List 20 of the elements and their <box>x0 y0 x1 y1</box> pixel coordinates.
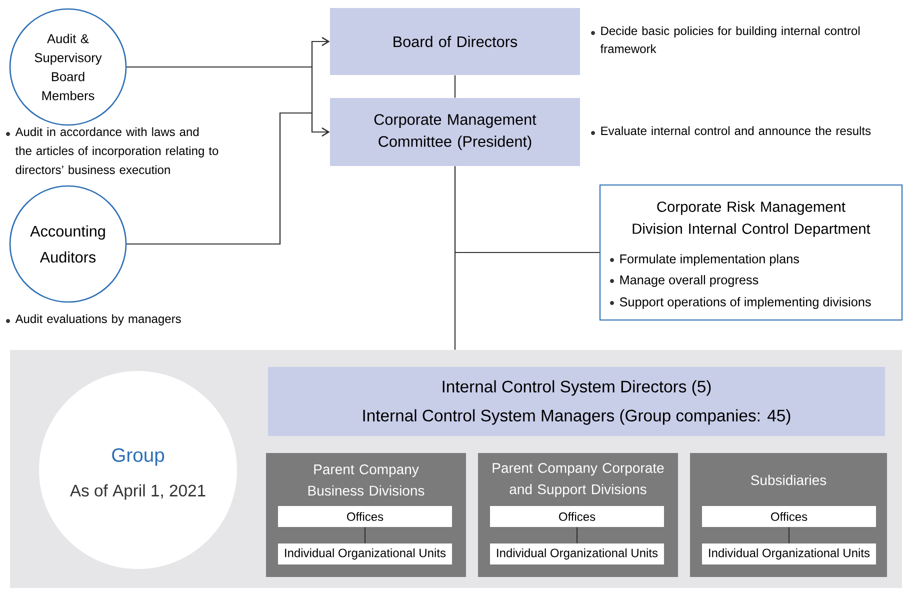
unit-box: Individual Organizational Units <box>702 544 876 564</box>
unit-box: Individual Organizational Units <box>278 544 452 564</box>
bullet-note: Evaluate internal control and announce the results <box>591 126 871 136</box>
bullet-note: Audit evaluations by managers <box>6 314 181 326</box>
bullet-note: Decide basic policies for building internal control framework <box>591 26 860 54</box>
committee-box: Corporate Management Committee (President) <box>330 98 580 166</box>
unit-box: Offices <box>490 506 664 527</box>
connector <box>788 527 790 544</box>
unit-box: Offices <box>278 506 452 527</box>
department-box: Corporate Risk Management Division Internal Control Department Formulate implementation plans Manage overall progress Support operations of implementing divisions <box>599 184 903 321</box>
bullet-note: Audit in accordance with laws and the articles of incorporation relating to directors’ business execution <box>6 127 218 174</box>
committee-box: Board of Directors <box>330 8 580 75</box>
connector <box>454 75 456 98</box>
connector <box>576 527 578 544</box>
connector <box>454 166 456 350</box>
unit-box: Offices <box>702 506 876 527</box>
connector <box>126 112 330 245</box>
directors-box: Internal Control System Directors (5) Internal Control System Managers (Group companies: 45) <box>268 367 886 436</box>
connector <box>364 527 366 544</box>
unit-box: Individual Organizational Units <box>490 544 664 564</box>
